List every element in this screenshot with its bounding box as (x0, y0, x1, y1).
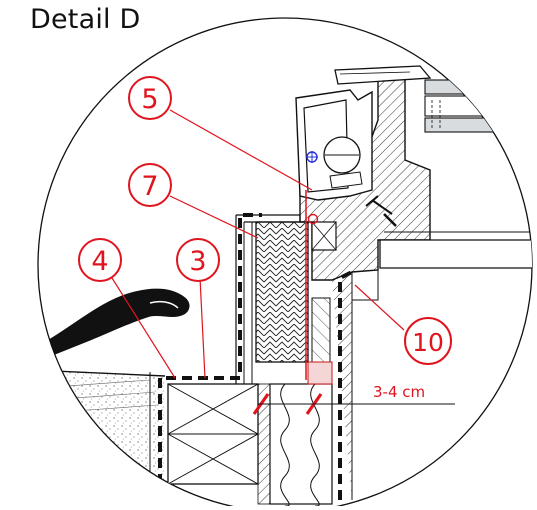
dimension-label: 3-4 cm (373, 383, 425, 401)
callout-4: 4 (78, 238, 122, 282)
glazing (424, 79, 532, 133)
seal-ring-icon (307, 213, 319, 225)
callout-label: 4 (91, 246, 108, 277)
callout-5: 5 (128, 76, 172, 120)
seal-marker-icon (306, 151, 318, 163)
leader-lines (111, 109, 405, 379)
callout-label: 10 (412, 328, 444, 357)
callout-10: 10 (404, 317, 452, 365)
exterior-sill (38, 369, 166, 506)
callout-7: 7 (128, 163, 172, 207)
inner-reveal (352, 231, 532, 301)
callout-label: 3 (189, 246, 206, 277)
fixing-screw (365, 195, 397, 227)
frame-insulation-7 (255, 221, 309, 363)
sash-profile (295, 65, 432, 201)
callout-label: 5 (141, 84, 158, 115)
plaster-layers (235, 214, 301, 384)
wall-insulation-wavy (269, 383, 333, 507)
callout-3: 3 (176, 238, 220, 282)
callout-label: 7 (141, 171, 158, 202)
sill-profile (38, 288, 190, 363)
detail-title: Detail D (30, 4, 141, 35)
insulation-block-3 (167, 383, 259, 485)
